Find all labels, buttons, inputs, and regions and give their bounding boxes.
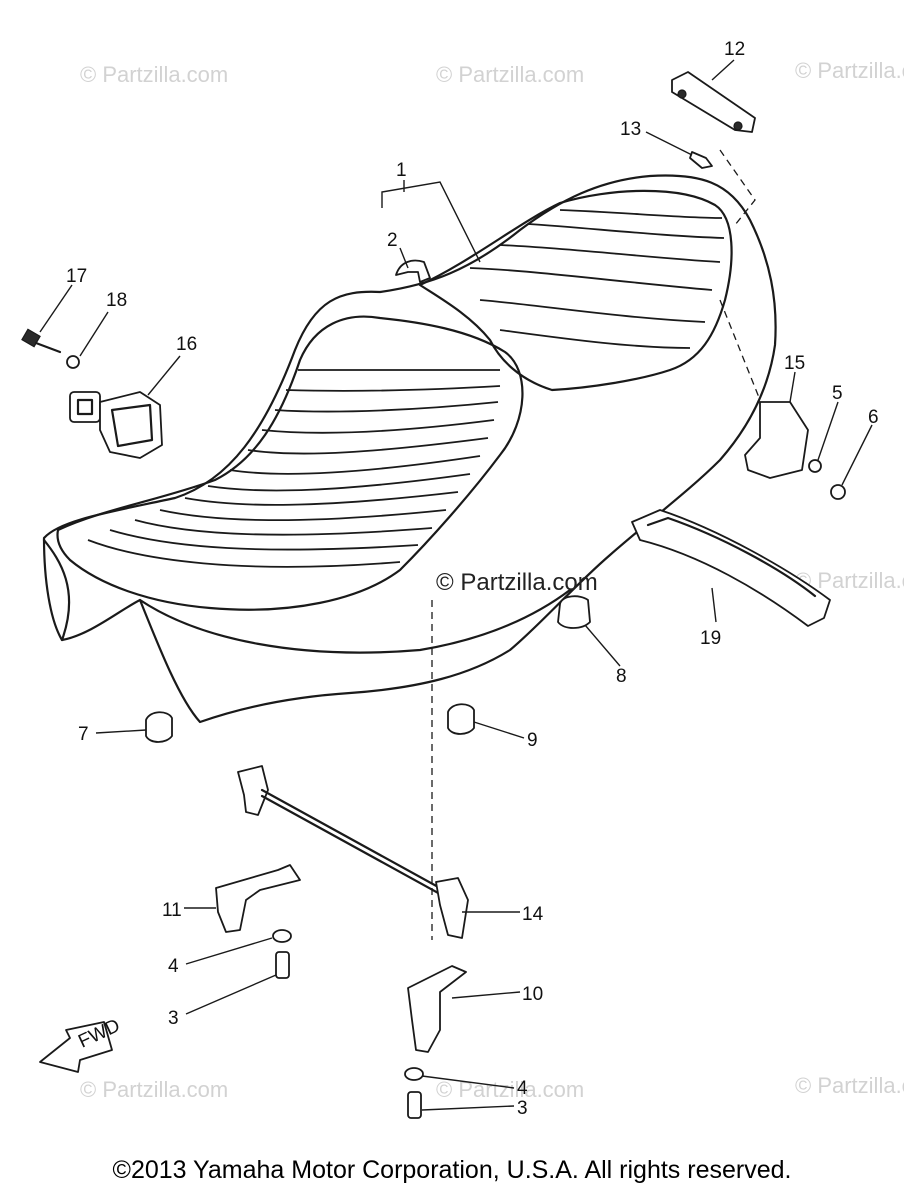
callout-4: 4 xyxy=(517,1078,528,1099)
callout-4: 4 xyxy=(168,956,179,977)
seat-hook xyxy=(395,259,431,283)
part-14-cable xyxy=(237,765,469,939)
part-9-damper xyxy=(447,703,475,735)
callout-14: 14 xyxy=(522,904,544,925)
rider-seat-panel xyxy=(56,315,524,611)
callout-2: 2 xyxy=(387,230,398,251)
callout-17: 17 xyxy=(66,266,87,287)
copyright-footer: ©2013 Yamaha Motor Corporation, U.S.A. A… xyxy=(112,1156,792,1184)
seat-pan-edge xyxy=(138,588,572,654)
watermark: © Partzilla.com xyxy=(80,62,228,87)
part-17-bolt xyxy=(21,328,62,354)
callout-10: 10 xyxy=(522,984,543,1005)
part-19-strap xyxy=(631,509,831,627)
part-11-bracket xyxy=(215,864,301,933)
bracket-reference-line xyxy=(719,299,761,401)
callout-3: 3 xyxy=(517,1098,528,1119)
part-16-seat-lock xyxy=(69,391,163,459)
callout-11: 11 xyxy=(162,900,182,921)
callout-13: 13 xyxy=(620,119,641,140)
callout-19: 19 xyxy=(700,628,721,649)
passenger-seat-panel xyxy=(418,189,733,392)
part-8-damper xyxy=(557,595,591,629)
watermark: © Partzilla.com xyxy=(795,1073,904,1098)
callout-8: 8 xyxy=(616,666,627,687)
part-4-washer xyxy=(272,929,292,943)
callout-5: 5 xyxy=(832,383,843,404)
watermark: © Partzilla.com xyxy=(795,58,904,83)
part-13-bolt xyxy=(689,151,713,169)
callout-9: 9 xyxy=(527,730,538,751)
callout-12: 12 xyxy=(724,39,745,60)
callout-6: 6 xyxy=(868,407,879,428)
callout-18: 18 xyxy=(106,290,127,311)
seat-assembly xyxy=(42,174,777,724)
callout-7: 7 xyxy=(78,724,89,745)
watermark-center: © Partzilla.com xyxy=(436,569,598,596)
watermark: © Partzilla.com xyxy=(80,1077,228,1102)
callout-1: 1 xyxy=(396,160,407,181)
part-6-nut xyxy=(830,484,846,500)
part-10-bracket xyxy=(407,965,467,1053)
passenger-seat-ribs xyxy=(469,209,725,349)
forward-direction-arrow: FWD xyxy=(39,1015,123,1073)
callout-16: 16 xyxy=(176,334,197,355)
rider-seat-ribs xyxy=(87,369,501,568)
seat-front-edge xyxy=(42,538,71,642)
callout-3: 3 xyxy=(168,1008,179,1029)
seat-exploded-diagram: © Partzilla.com © Partzilla.com © Partzi… xyxy=(21,39,904,1119)
watermark: © Partzilla.com xyxy=(436,62,584,87)
part-7-damper xyxy=(145,711,173,743)
part-3-bolt xyxy=(407,1091,422,1119)
part-3-bolt xyxy=(275,951,290,979)
callout-15: 15 xyxy=(784,353,805,374)
part-15-bracket xyxy=(744,401,809,479)
part-5-washer xyxy=(808,459,822,473)
part-4-washer xyxy=(404,1067,424,1081)
part-18-nut xyxy=(66,355,80,369)
callout-numbers: 1 2 12 13 17 18 16 15 5 6 19 8 7 9 14 11… xyxy=(66,39,879,1119)
plate-reference-line xyxy=(719,149,756,226)
part-12-plate xyxy=(671,71,756,133)
leader-lines xyxy=(39,59,873,1111)
